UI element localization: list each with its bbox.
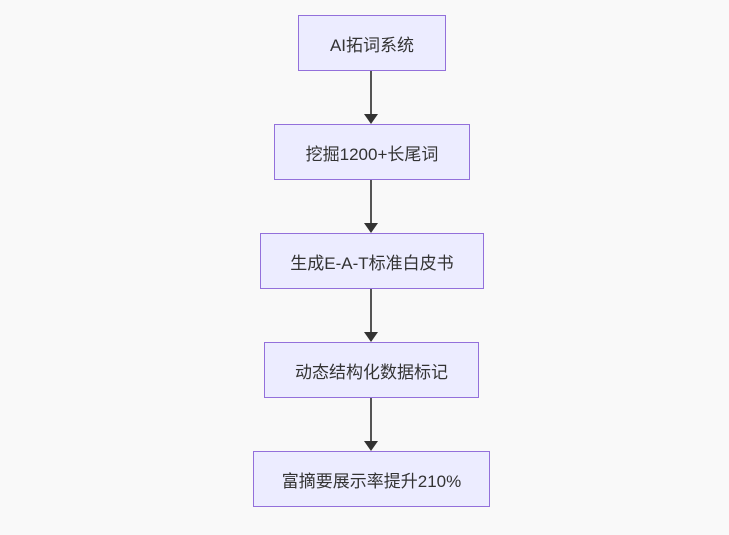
flow-node-rich-snippet-rate: 富摘要展示率提升210% [253, 451, 490, 507]
arrowhead-down-icon [364, 441, 378, 451]
flow-edge-2 [364, 180, 378, 233]
arrow-line [370, 398, 372, 442]
arrowhead-down-icon [364, 223, 378, 233]
flow-edge-4 [364, 398, 378, 451]
flow-node-structured-data-markup: 动态结构化数据标记 [264, 342, 479, 398]
arrowhead-down-icon [364, 332, 378, 342]
flow-edge-1 [364, 71, 378, 124]
flow-node-longtail-mining: 挖掘1200+长尾词 [274, 124, 470, 180]
arrow-line [370, 289, 372, 333]
flow-edge-3 [364, 289, 378, 342]
flow-node-ai-keyword-system: AI拓词系统 [298, 15, 446, 71]
arrow-line [370, 71, 372, 115]
arrowhead-down-icon [364, 114, 378, 124]
flow-node-eat-whitepaper: 生成E-A-T标准白皮书 [260, 233, 484, 289]
arrow-line [370, 180, 372, 224]
